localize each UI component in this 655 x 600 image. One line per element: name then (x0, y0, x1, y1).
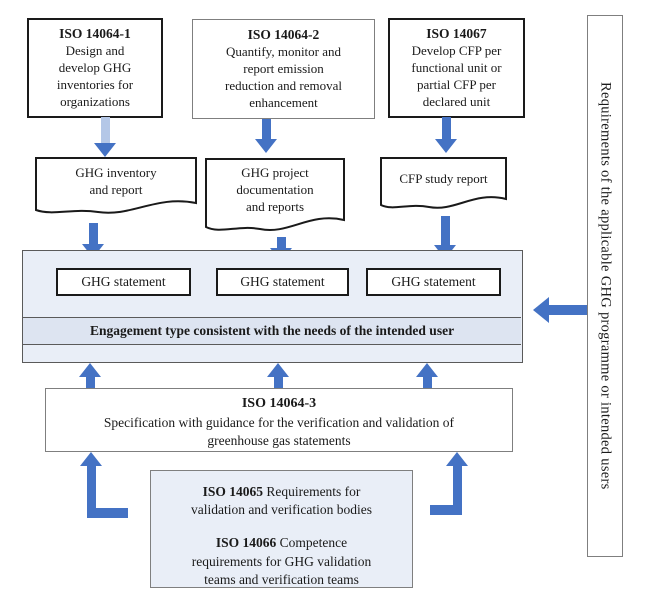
l-arrow-right-vertical (453, 464, 462, 515)
arrow-shaft-doc2-to-panel (277, 237, 286, 250)
requirements-side-panel: Requirements of the applicable GHG progr… (587, 15, 623, 557)
l-arrow-left-vertical (87, 464, 96, 518)
arrow-shaft-doc3-to-panel (441, 216, 450, 247)
iso-14064-1-text: Design and develop GHG inventories for o… (56, 42, 134, 109)
iso-14066-text: Competence requirements for GHG validati… (191, 535, 372, 587)
ghg-statement-box-1: GHG statement (56, 268, 191, 296)
document-shape-icon (380, 157, 507, 209)
cfp-study-report-document: CFP study report (380, 157, 507, 212)
engagement-type-label: Engagement type consistent with the need… (89, 323, 455, 338)
arrow-shaft-verif-to-panel-1 (86, 376, 95, 393)
ghg-statement-label: GHG statement (391, 274, 476, 289)
arrow-shaft-verif-to-panel-2 (274, 376, 283, 393)
iso-14067-text: Develop CFP per functional unit or parti… (411, 42, 502, 109)
arrow-shaft-side-to-panel (548, 305, 587, 315)
iso-14064-3-code: ISO 14064-3 (241, 396, 317, 411)
arrow-shaft-doc1-to-panel (89, 223, 98, 246)
cfp-study-report-label: CFP study report (399, 171, 488, 186)
iso-14065-item: ISO 14065 Requirements for validation an… (161, 483, 402, 519)
ghg-statement-label: GHG statement (240, 274, 325, 289)
arrow-left-icon (533, 297, 549, 323)
ghg-statement-box-2: GHG statement (216, 268, 349, 296)
arrow-up-icon (80, 452, 102, 466)
iso-14067-code: ISO 14067 (426, 26, 487, 42)
ghg-inventory-report-label: GHG inventory and report (75, 165, 157, 198)
arrow-down-icon (94, 143, 116, 157)
arrow-down-icon (255, 139, 277, 153)
iso-14065-14066-box: ISO 14065 Requirements for validation an… (150, 470, 413, 588)
l-arrow-right-horizontal (430, 505, 462, 515)
iso-14065-text: Requirements for validation and verifica… (190, 484, 373, 518)
iso-14064-1-box: ISO 14064-1 Design and develop GHG inven… (27, 18, 163, 118)
iso-14065-code: ISO 14065 (202, 484, 263, 499)
requirements-side-label: Requirements of the applicable GHG progr… (597, 82, 614, 490)
arrow-up-icon (267, 363, 289, 377)
arrow-shaft-verif-to-panel-3 (423, 376, 432, 393)
ghg-project-docs-label: GHG project documentation and reports (236, 165, 314, 215)
iso-14064-2-code: ISO 14064-2 (247, 27, 320, 43)
arrow-up-icon (79, 363, 101, 377)
iso-14067-box: ISO 14067 Develop CFP per functional uni… (388, 18, 525, 118)
arrow-down-icon (435, 139, 457, 153)
iso-14064-2-text: Quantify, monitor and report emission re… (225, 43, 342, 110)
iso-14066-code: ISO 14066 (215, 535, 277, 551)
l-arrow-left-horizontal (87, 508, 128, 518)
arrow-shaft-14067-to-doc (442, 117, 451, 141)
iso-14064-2-box: ISO 14064-2 Quantify, monitor and report… (192, 19, 375, 119)
iso-14064-3-text: Specification with guidance for the veri… (103, 414, 455, 449)
statements-panel: GHG statement GHG statement GHG statemen… (22, 250, 523, 363)
iso-14064-1-code: ISO 14064-1 (59, 26, 131, 42)
ghg-statement-label: GHG statement (81, 274, 166, 289)
arrow-up-icon (416, 363, 438, 377)
iso-14066-item: ISO 14066 Competence requirements for GH… (161, 534, 402, 589)
document-shape-icon (205, 158, 345, 231)
arrow-up-icon (446, 452, 468, 466)
arrow-shaft-14064-2-to-doc (262, 119, 271, 141)
ghg-statement-box-3: GHG statement (366, 268, 501, 296)
ghg-inventory-report-document: GHG inventory and report (35, 157, 197, 217)
arrow-shaft-14064-1-to-doc (101, 117, 110, 145)
iso-14064-3-box: ISO 14064-3 Specification with guidance … (45, 388, 513, 452)
ghg-project-docs-document: GHG project documentation and reports (205, 158, 345, 235)
document-shape-icon (35, 157, 197, 214)
engagement-type-band: Engagement type consistent with the need… (23, 317, 521, 345)
